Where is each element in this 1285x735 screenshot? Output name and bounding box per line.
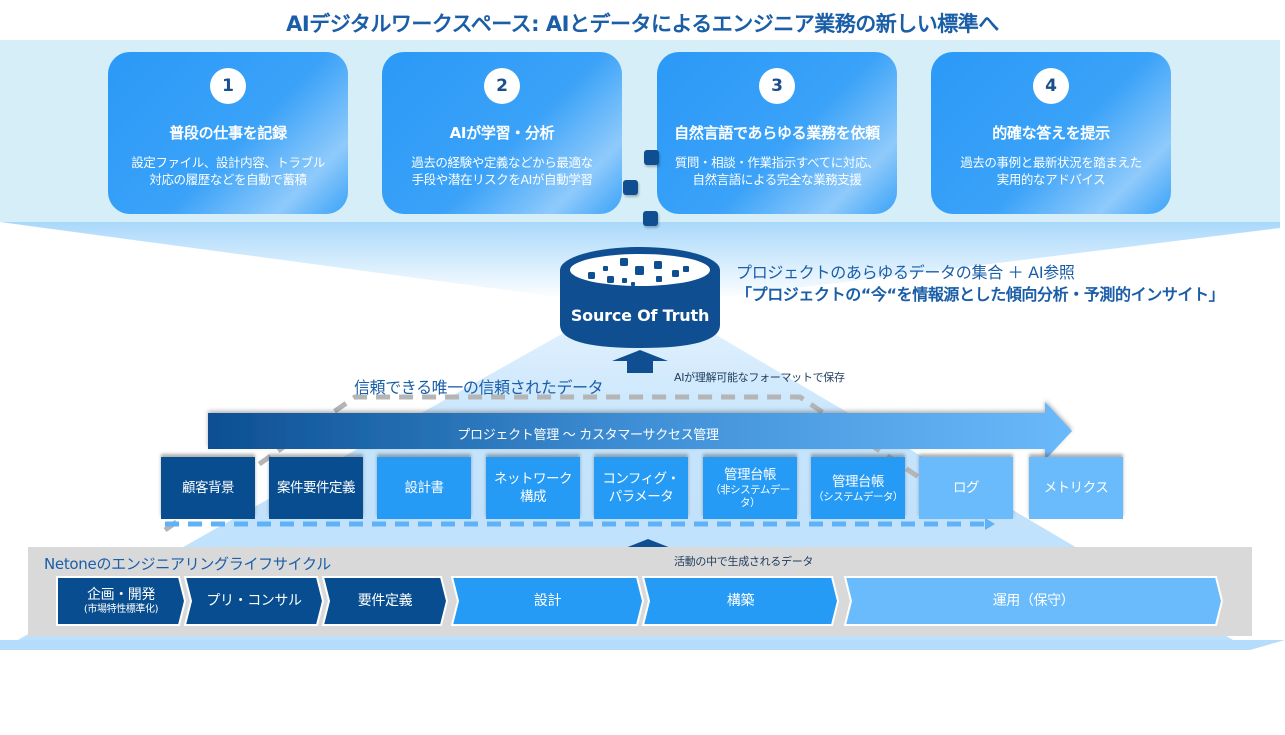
data-item-label: 管理台帳: [832, 473, 885, 490]
step-number-badge: 4: [1033, 68, 1069, 104]
project-management-arrow: [208, 402, 1072, 460]
data-item-label: ネットワーク: [494, 471, 573, 487]
step-description: 過去の経験や定義などから最適な 手段や潜在リスクをAIが自動学習: [390, 154, 614, 188]
step-number-badge: 1: [210, 68, 246, 104]
data-item-box: 設計書: [377, 457, 471, 519]
data-item-label: 構成: [520, 489, 547, 505]
source-of-truth-caption: プロジェクトのあらゆるデータの集合 ＋ AI参照: [736, 263, 1075, 282]
step-description-line: 設定ファイル、設計内容、トラブル: [131, 155, 325, 170]
trusted-data-dashed-line: [163, 394, 962, 533]
lifecycle-phase: 企画・開発(市場特性標準化): [57, 577, 185, 625]
data-item-label: 顧客背景: [182, 480, 235, 496]
data-flow-square-icon: [623, 180, 638, 195]
data-item-label: 案件要件定義: [277, 480, 356, 496]
lifecycle-phase-label: プリ・コンサル: [206, 592, 302, 609]
data-item-label: ログ: [953, 480, 980, 496]
step-title: 普段の仕事を記録: [169, 124, 287, 142]
lifecycle-phase-label: 運用（保守）: [992, 592, 1075, 609]
lifecycle-phase-label: 構築: [726, 592, 755, 609]
step-description-line: 実用的なアドバイス: [996, 172, 1106, 187]
data-flow-square-icon: [644, 150, 659, 165]
data-item-box: メトリクス: [1029, 457, 1123, 519]
lifecycle-phase: 構築: [643, 577, 838, 625]
data-item-box: 管理台帳（非システムデータ）: [703, 457, 797, 519]
lifecycle-phase-label: 要件定義: [357, 592, 413, 609]
lifecycle-phase: 設計: [452, 577, 643, 625]
data-item-label: コンフィグ・: [602, 471, 680, 487]
data-item-label: 設計書: [404, 480, 445, 496]
step-card-4: 4 的確な答えを提示 過去の事例と最新状況を踏まえた 実用的なアドバイス: [931, 52, 1171, 214]
data-item-label: メトリクス: [1043, 480, 1109, 496]
project-management-label: プロジェクト管理 ～ カスタマーサクセス管理: [457, 428, 719, 443]
store-format-note: AIが理解可能なフォーマットで保存: [674, 371, 845, 384]
step-description-line: 質問・相談・作業指示すべてに対応、: [674, 155, 880, 170]
step-title: 自然言語であらゆる業務を依頼: [674, 124, 880, 142]
lifecycle-title: Netoneのエンジニアリングライフサイクル: [44, 555, 331, 573]
step-number-badge: 3: [759, 68, 795, 104]
step-title: AIが学習・分析: [449, 124, 555, 142]
step-description: 過去の事例と最新状況を踏まえた 実用的なアドバイス: [939, 154, 1163, 188]
step-description-line: 過去の経験や定義などから最適な: [411, 155, 593, 170]
data-item-box: 案件要件定義: [269, 457, 363, 519]
trusted-data-label: 信頼できる唯一の信頼されたデータ: [354, 378, 604, 397]
source-of-truth-insight: 「プロジェクトの“今“を情報源とした傾向分析・予測的インサイト」: [736, 285, 1225, 304]
lifecycle-phase: 運用（保守）: [845, 577, 1222, 625]
database-cylinder-icon: [560, 247, 720, 348]
step-description: 質問・相談・作業指示すべてに対応、 自然言語による完全な業務支援: [665, 154, 889, 188]
step-number-badge: 2: [484, 68, 520, 104]
step-card-1: 1 普段の仕事を記録 設定ファイル、設計内容、トラブル 対応の履歴などを自動で蓄…: [108, 52, 348, 214]
step-description: 設定ファイル、設計内容、トラブル 対応の履歴などを自動で蓄積: [116, 154, 340, 188]
lifecycle-phase: プリ・コンサル: [185, 577, 323, 625]
step-description-line: 手段や潜在リスクをAIが自動学習: [411, 172, 593, 187]
lifecycle-phase-label: 企画・開発: [87, 586, 155, 603]
step-title: 的確な答えを提示: [992, 124, 1110, 142]
data-item-box: コンフィグ・パラメータ: [594, 457, 688, 519]
data-item-sublabel: （システムデータ）: [813, 490, 903, 503]
data-item-box: ログ: [919, 457, 1013, 519]
lifecycle-phase: 要件定義: [323, 577, 447, 625]
data-item-label: パラメータ: [608, 489, 674, 505]
step-description-line: 対応の履歴などを自動で蓄積: [149, 172, 307, 187]
step-card-3: 3 自然言語であらゆる業務を依頼 質問・相談・作業指示すべてに対応、 自然言語に…: [657, 52, 897, 214]
data-item-box: 管理台帳（システムデータ）: [811, 457, 905, 519]
generated-data-note: 活動の中で生成されるデータ: [674, 555, 814, 568]
data-item-label: 管理台帳: [724, 467, 777, 483]
lifecycle-phase-label: 設計: [533, 592, 562, 609]
step-description-line: 自然言語による完全な業務支援: [692, 172, 862, 187]
source-of-truth-label: Source Of Truth: [570, 306, 710, 325]
lifecycle-phase-sublabel: (市場特性標準化): [83, 603, 159, 615]
data-item-box: ネットワーク構成: [486, 457, 580, 519]
data-item-sublabel: （非システムデータ）: [710, 484, 790, 509]
page-title: AIデジタルワークスペース: AIとデータによるエンジニア業務の新しい標準へ: [286, 12, 999, 36]
step-description-line: 過去の事例と最新状況を踏まえた: [960, 155, 1142, 170]
data-flow-square-icon: [643, 211, 658, 226]
data-item-box: 顧客背景: [161, 457, 255, 519]
step-card-2: 2 AIが学習・分析 過去の経験や定義などから最適な 手段や潜在リスクをAIが自…: [382, 52, 622, 214]
store-up-arrow: [612, 350, 668, 373]
